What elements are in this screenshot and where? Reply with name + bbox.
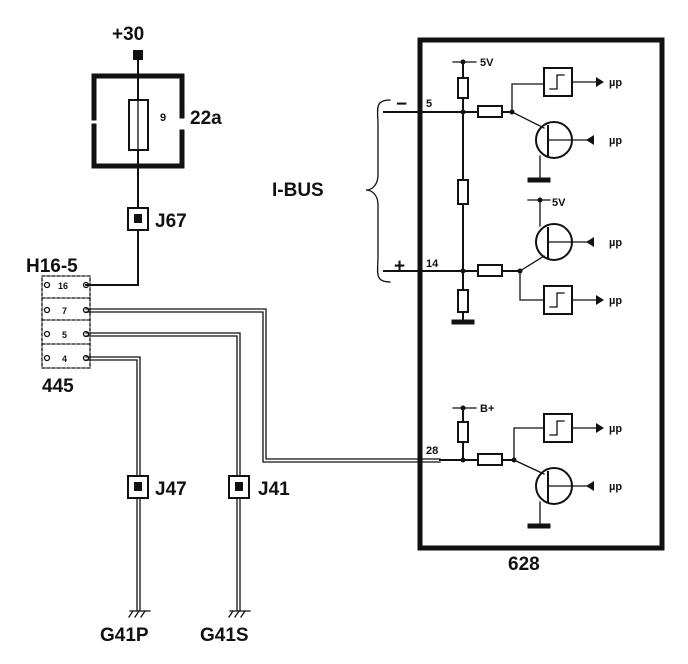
plug-pin-4: 4 — [62, 354, 67, 364]
mu-label-6: µp — [609, 481, 622, 493]
channel-pin28-circuit: B+ µp µp — [439, 403, 622, 529]
connector-j67-label: J67 — [155, 211, 187, 232]
pin7-wire-b — [85, 311, 441, 463]
connector-j47-label: J47 — [155, 479, 187, 500]
supply-bplus-label: B+ — [480, 403, 494, 415]
mu-label-5: µp — [609, 423, 622, 435]
pin4-wire-a — [85, 356, 141, 477]
ibus-label: I-BUS — [272, 180, 324, 201]
module-pin-14: 14 — [426, 258, 439, 270]
ibus-brace — [365, 99, 391, 283]
plug-pin-16: 16 — [58, 281, 68, 291]
channel-pin5-circuit: µp µp — [477, 67, 622, 183]
divider-network: 5V — [451, 57, 494, 325]
module-pin-5: 5 — [426, 98, 432, 110]
supply-label: +30 — [112, 24, 144, 45]
mu-label-2: µp — [609, 135, 622, 147]
ground-g41p-label: G41P — [100, 625, 149, 646]
connector-j47: J47 — [127, 475, 187, 500]
plug-h16-5: 16 7 5 4 — [41, 275, 91, 369]
plug-id: H16-5 — [26, 256, 78, 277]
supply-5v-mid-label: 5V — [552, 197, 566, 209]
plug-pin-5: 5 — [62, 330, 67, 340]
fuse-id: 22a — [190, 108, 222, 129]
connector-j67: J67 — [127, 207, 187, 232]
pin4-wire-b — [85, 359, 138, 477]
connector-j41-label: J41 — [258, 479, 290, 500]
channel-pin14-circuit: 5V µp µp — [477, 197, 622, 315]
schmitt-trigger-1 — [543, 67, 573, 97]
plug-pin-7: 7 — [62, 306, 67, 316]
pin5-wire-a — [85, 332, 241, 477]
ibus-minus-sign: − — [396, 94, 407, 115]
mu-label-3: µp — [609, 237, 622, 249]
module-628-box — [417, 37, 665, 551]
plug-part-label: 445 — [42, 376, 74, 397]
pin7-wire-a — [85, 308, 441, 460]
schmitt-trigger-2 — [543, 285, 573, 315]
ground-g41s-symbol — [228, 610, 251, 618]
module-id: 628 — [508, 554, 540, 575]
ground-g41s-label: G41S — [200, 625, 249, 646]
connector-j41: J41 — [228, 475, 290, 500]
supply-5v-top-label: 5V — [480, 57, 494, 69]
mu-label-1: µp — [609, 77, 622, 89]
ibus-plus-sign: + — [394, 256, 405, 277]
schmitt-trigger-3 — [543, 413, 573, 443]
supply-terminal — [133, 50, 143, 60]
pin5-wire-b — [85, 335, 238, 477]
mu-label-4: µp — [609, 295, 622, 307]
fuse-box: 9 22a — [91, 73, 222, 169]
fuse-number: 9 — [160, 112, 166, 124]
ground-g41p-symbol — [128, 610, 151, 618]
module-pin-28: 28 — [426, 445, 438, 457]
